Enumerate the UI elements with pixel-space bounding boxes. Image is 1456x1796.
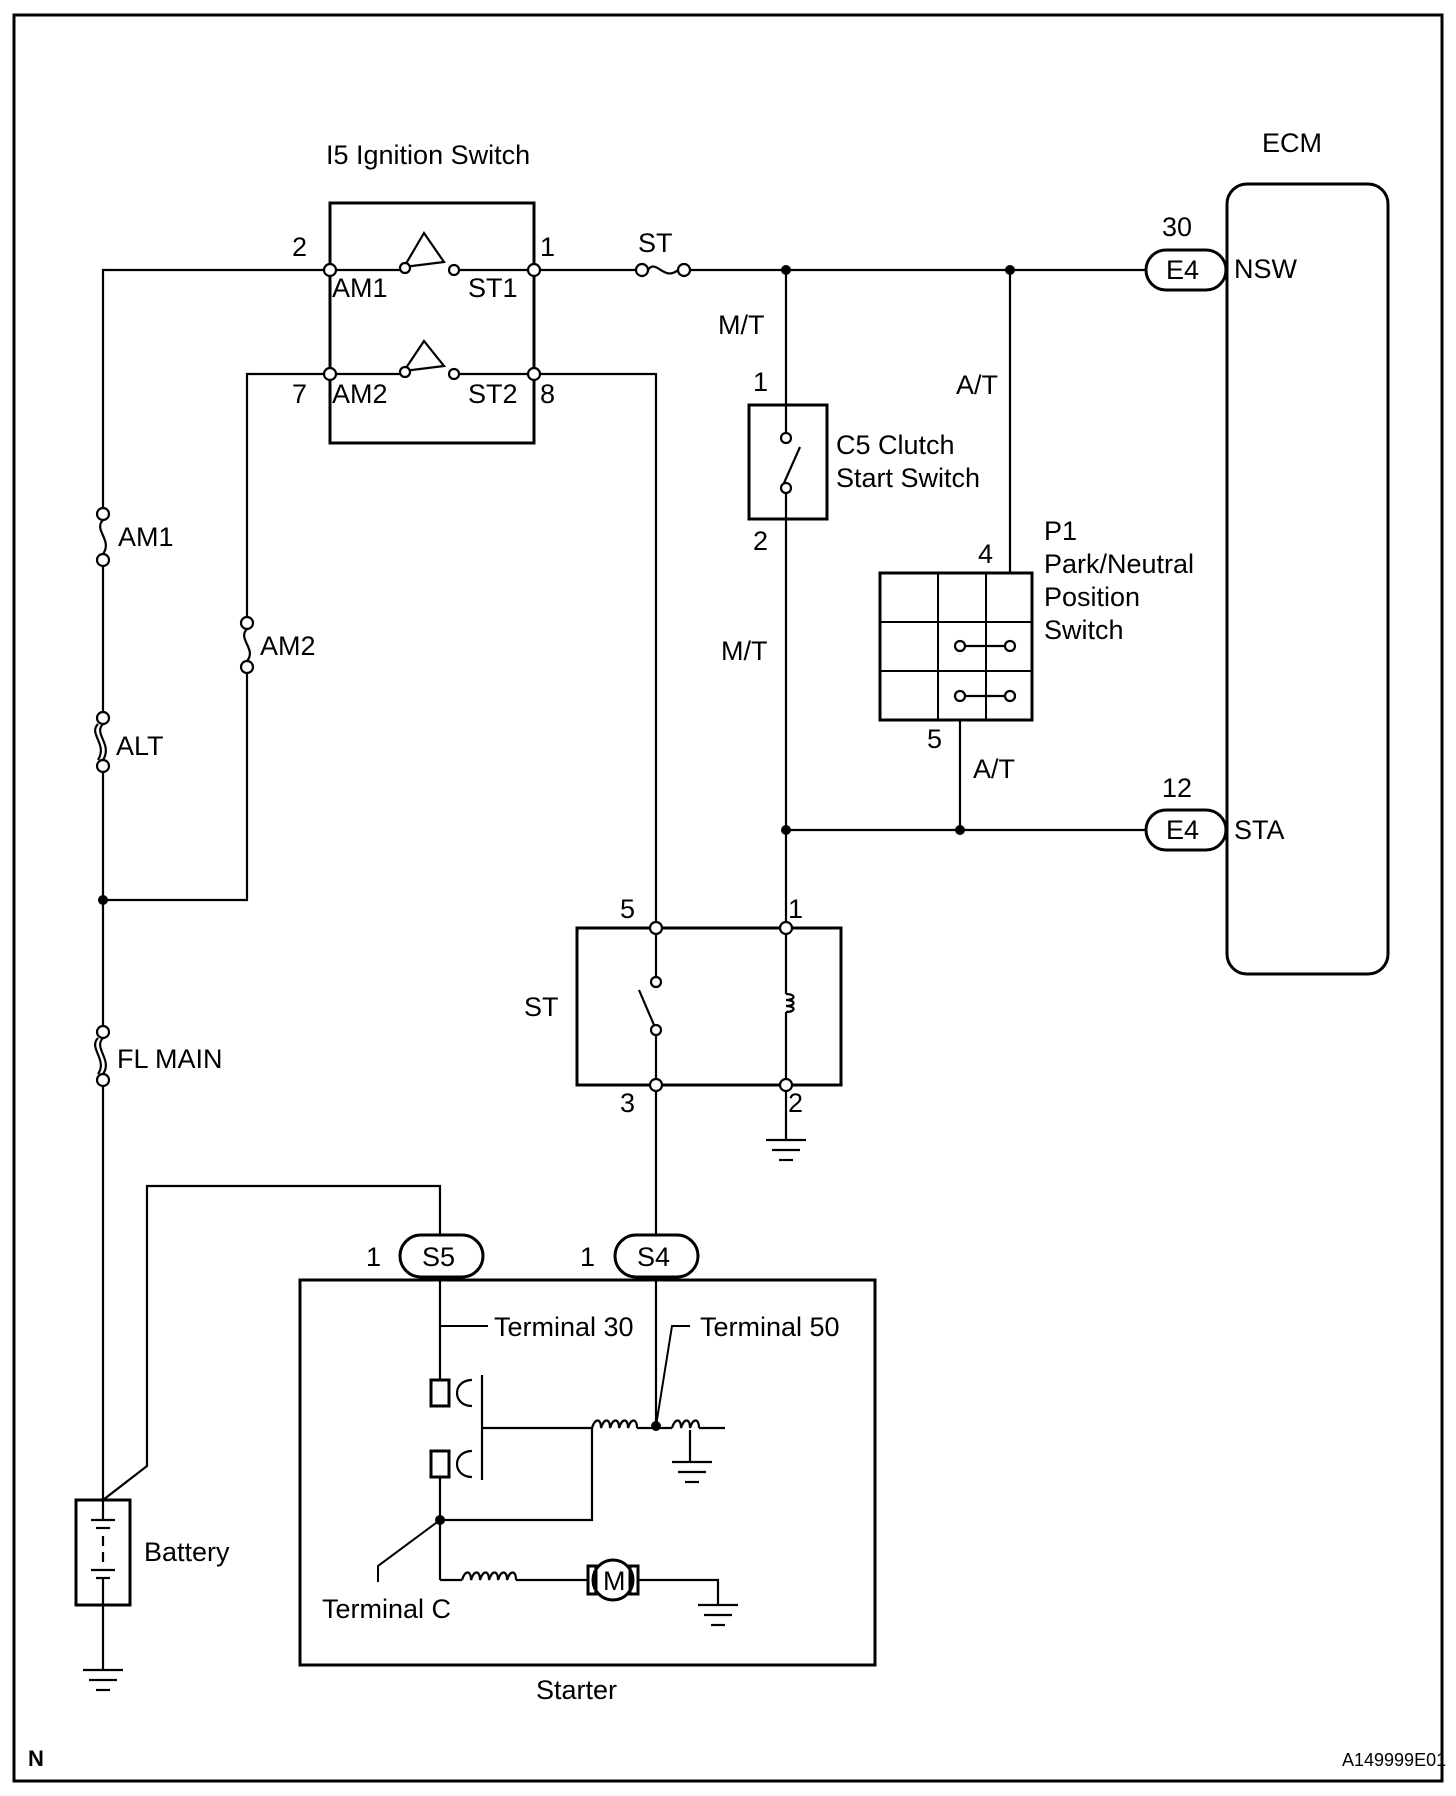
relay-pin-2: 2 bbox=[788, 1088, 803, 1118]
motor-icon bbox=[586, 1558, 640, 1602]
battery-label: Battery bbox=[144, 1537, 230, 1567]
s5-pin-1: 1 bbox=[366, 1242, 381, 1272]
ecm-title: ECM bbox=[1262, 128, 1322, 158]
fuse-fl-main-label: FL MAIN bbox=[117, 1044, 223, 1074]
terminal-30-label: Terminal 30 bbox=[494, 1312, 634, 1342]
fuse-st bbox=[634, 262, 692, 278]
fuse-alt bbox=[94, 710, 111, 774]
ignition-term-am1: AM1 bbox=[332, 273, 388, 303]
corner-n-label: N bbox=[28, 1746, 44, 1771]
fuse-fl-main bbox=[94, 1024, 111, 1088]
ecm-nsw-label: NSW bbox=[1234, 254, 1298, 284]
clutch-switch-contact bbox=[779, 405, 802, 519]
ignition-switch-contacts bbox=[322, 230, 542, 382]
clutch-title-line1: C5 Clutch bbox=[836, 430, 955, 460]
ignition-switch-title: I5 Ignition Switch bbox=[326, 140, 530, 170]
fuse-am1-label: AM1 bbox=[118, 522, 174, 552]
ignition-pin-1: 1 bbox=[540, 232, 555, 262]
outer-frame bbox=[12, 13, 1444, 1783]
pn-title-line4: Switch bbox=[1044, 615, 1124, 645]
pn-pin-5: 5 bbox=[927, 724, 942, 754]
ignition-term-am2: AM2 bbox=[332, 379, 388, 409]
at-lower-label: A/T bbox=[973, 754, 1015, 784]
pn-title-line2: Park/Neutral bbox=[1044, 549, 1194, 579]
wiring bbox=[101, 268, 1146, 1670]
figure-id-label: A149999E01 bbox=[1342, 1750, 1446, 1770]
ecm-pin-30: 30 bbox=[1162, 212, 1192, 242]
motor-label: M bbox=[603, 1566, 626, 1596]
battery-ground-icon bbox=[83, 1668, 123, 1692]
ignition-switch-box bbox=[328, 201, 536, 445]
st-relay-contacts bbox=[637, 920, 795, 1093]
clutch-title-line2: Start Switch bbox=[836, 463, 980, 493]
ecm-pin-12: 12 bbox=[1162, 773, 1192, 803]
battery-icon bbox=[74, 1498, 132, 1607]
pn-pin-4: 4 bbox=[978, 539, 993, 569]
clutch-pin-2: 2 bbox=[753, 526, 768, 556]
connector-s5 bbox=[398, 1233, 485, 1279]
clutch-pin-1: 1 bbox=[753, 367, 768, 397]
st-relay-label: ST bbox=[524, 992, 559, 1022]
fuse-am1 bbox=[95, 506, 111, 568]
ignition-pin-8: 8 bbox=[540, 379, 555, 409]
starter-ground-icon-2 bbox=[698, 1603, 738, 1627]
ignition-pin-7: 7 bbox=[292, 379, 307, 409]
fuse-alt-label: ALT bbox=[116, 731, 164, 761]
fuse-am2 bbox=[239, 615, 255, 675]
ecm-sta-label: STA bbox=[1234, 815, 1285, 845]
starter-ground-icon-1 bbox=[672, 1460, 712, 1484]
relay-pin-3: 3 bbox=[620, 1088, 635, 1118]
ignition-pin-2: 2 bbox=[292, 232, 307, 262]
clutch-start-switch-box bbox=[747, 403, 829, 521]
starter-label: Starter bbox=[536, 1675, 617, 1705]
s4-pin-1: 1 bbox=[580, 1242, 595, 1272]
at-upper-label: A/T bbox=[956, 370, 998, 400]
ecm-connector-sta-label: E4 bbox=[1166, 815, 1199, 845]
park-neutral-switch bbox=[878, 571, 1034, 722]
starter-box bbox=[298, 1278, 877, 1667]
ecm-connector-nsw bbox=[1144, 248, 1228, 292]
st-relay-box bbox=[575, 926, 843, 1087]
fuse-st-label: ST bbox=[638, 228, 673, 258]
relay-pin-1: 1 bbox=[788, 894, 803, 924]
relay-pin-5: 5 bbox=[620, 894, 635, 924]
relay-ground-icon bbox=[766, 1138, 806, 1162]
connector-s5-label: S5 bbox=[422, 1242, 455, 1272]
ignition-term-st1: ST1 bbox=[468, 273, 518, 303]
terminal-50-label: Terminal 50 bbox=[700, 1312, 840, 1342]
terminal-c-label: Terminal C bbox=[322, 1594, 451, 1624]
mt-lower-label: M/T bbox=[721, 636, 768, 666]
ecm-connector-nsw-label: E4 bbox=[1166, 255, 1199, 285]
terminal-leaders bbox=[377, 1325, 690, 1582]
connector-s4-label: S4 bbox=[637, 1242, 670, 1272]
pn-title-line1: P1 bbox=[1044, 516, 1077, 546]
ignition-term-st2: ST2 bbox=[468, 379, 518, 409]
ecm-box bbox=[1225, 182, 1390, 976]
mt-upper-label: M/T bbox=[718, 310, 765, 340]
fuse-am2-label: AM2 bbox=[260, 631, 316, 661]
junction-dots bbox=[98, 265, 1015, 905]
pn-title-line3: Position bbox=[1044, 582, 1140, 612]
ecm-connector-sta bbox=[1144, 808, 1228, 852]
